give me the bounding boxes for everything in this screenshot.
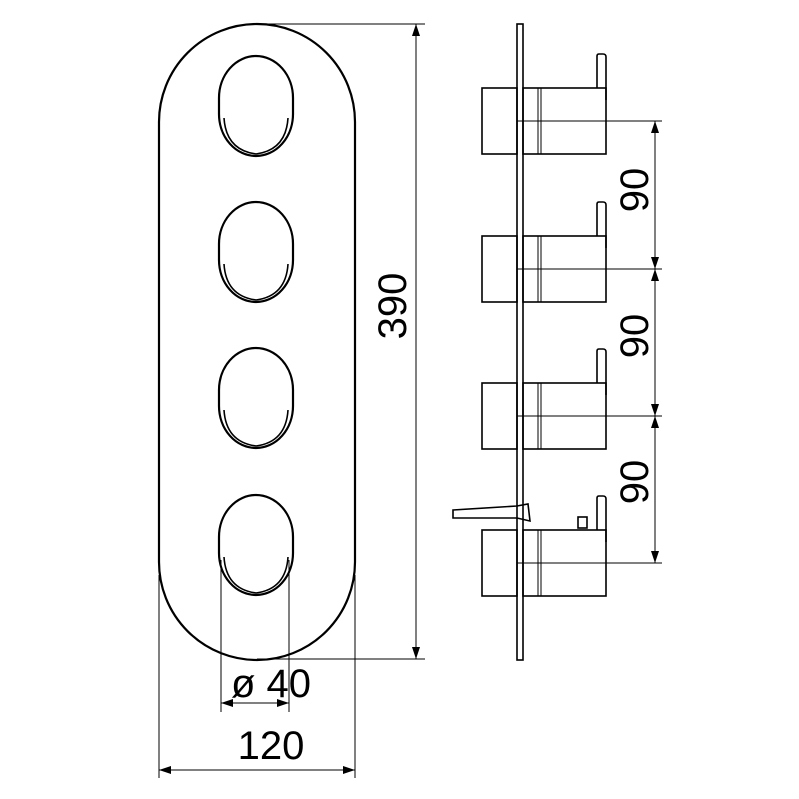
opening-3 (217, 346, 295, 450)
opening-2 (217, 200, 295, 304)
spacing-label-top: 90 (613, 168, 657, 213)
opening-4 (217, 493, 295, 597)
height-dimension-label: 390 (371, 273, 415, 340)
side-handle-1 (481, 53, 607, 155)
spacing-dimensions: 90 90 90 (613, 121, 659, 563)
spacing-label-middle: 90 (613, 314, 657, 359)
side-plate (516, 23, 524, 661)
diverter-lever (452, 503, 531, 523)
side-handle-3 (481, 348, 607, 450)
diameter-dimension-label: ø 40 (231, 662, 311, 706)
opening-1 (217, 54, 295, 158)
width-dimension-label: 120 (238, 724, 305, 768)
front-plate-outline (157, 22, 357, 662)
side-handle-4 (452, 495, 607, 597)
width-dimension: 120 (158, 575, 356, 778)
front-view (157, 22, 357, 662)
side-view (452, 23, 662, 661)
diameter-dimension: ø 40 (220, 560, 311, 712)
side-handle-2 (481, 201, 607, 303)
height-dimension: 390 (257, 23, 425, 660)
spacing-label-bottom: 90 (613, 460, 657, 505)
